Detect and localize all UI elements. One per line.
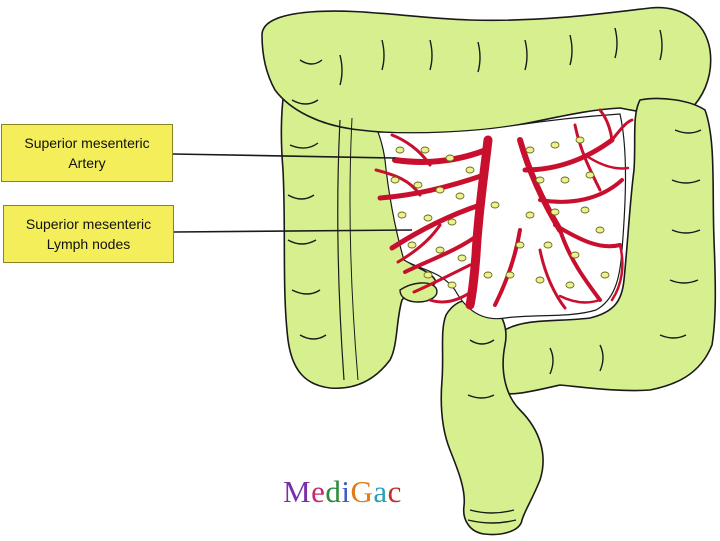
lymph-node [525,211,535,219]
lymph-node [570,251,580,259]
brand-logo: MediGac [283,474,402,510]
lymph-node [435,186,445,194]
lymph-node [455,192,465,200]
brand-letter: M [283,474,312,509]
lymph-nodes-label: Superior mesenteric Lymph nodes [3,205,174,263]
lymph-nodes-label-line1: Superior mesenteric [25,216,152,232]
artery-label: Superior mesenteric Artery [1,124,173,182]
lymph-node [395,146,405,154]
lymph-nodes-label-line2: Lymph nodes [46,236,131,252]
lymph-node [585,171,595,179]
lymph-node [447,281,457,289]
lymph-nodes [390,136,610,289]
lymph-node [447,218,457,226]
brand-letter: e [311,474,326,509]
haustra-marks [287,27,702,524]
lymph-node [397,211,407,219]
brand-letter: a [373,474,388,509]
lymph-node [423,271,433,279]
lymph-node [515,241,525,249]
lymph-node [565,281,575,289]
descending-colon [489,97,717,395]
lymph-node [413,181,423,189]
lymph-node [543,241,553,249]
leader-lines [172,153,413,233]
lymph-leader-line [173,229,413,233]
sigmoid-rectum [440,299,544,536]
lymph-node [580,206,590,214]
lymph-node [420,146,430,154]
lymph-node [457,254,467,262]
lymph-node [423,214,433,222]
lymph-node [575,136,585,144]
brand-letter: i [341,474,351,509]
lymph-node [550,208,560,216]
artery-leader-line [172,153,396,159]
lymph-node [600,271,610,279]
brand-letter: G [350,474,374,509]
lymph-node [407,241,417,249]
artery-label-line1: Superior mesenteric [24,135,150,151]
brand-letter: c [387,474,402,509]
lymph-node [505,271,515,279]
lymph-node [465,166,475,174]
lymph-node [445,154,455,162]
lymph-node [435,246,445,254]
lymph-node [390,176,400,184]
lymph-node [525,146,535,154]
lymph-node [550,141,560,149]
lymph-node [595,226,605,234]
lymph-node [483,271,493,279]
artery-label-line2: Artery [68,155,106,171]
brand-letter: d [325,474,342,509]
lymph-node [535,176,545,184]
lymph-node [560,176,570,184]
lymph-node [490,201,500,209]
lymph-node [535,276,545,284]
appendix [399,282,438,303]
colon [261,6,717,536]
